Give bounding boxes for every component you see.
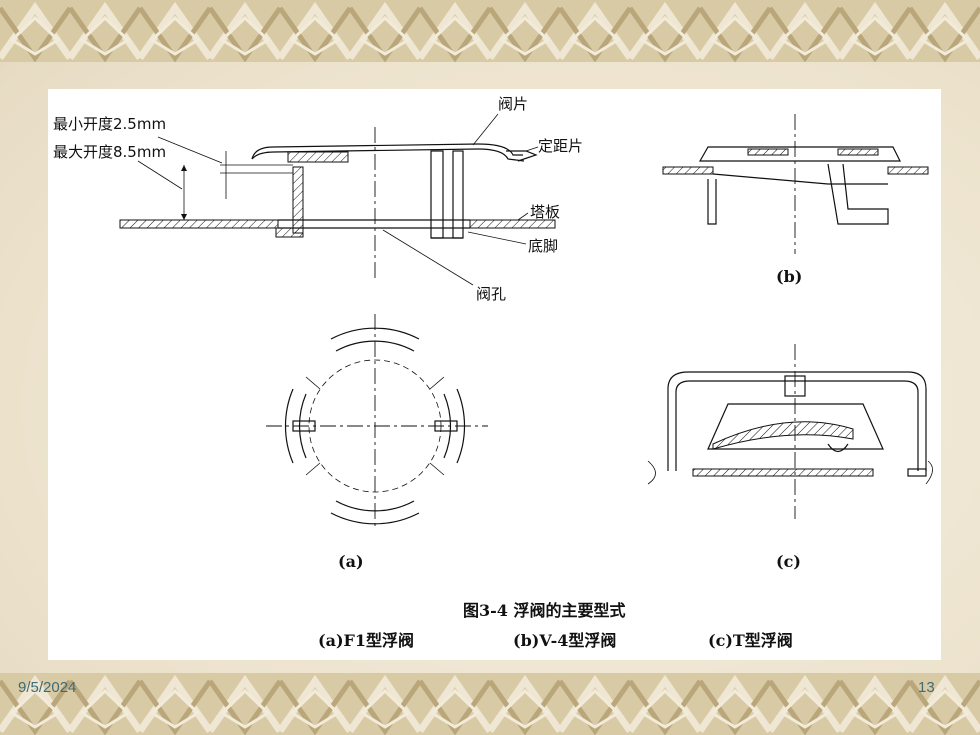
plan-arc-right (456, 388, 466, 464)
label-max-opening: 最大开度8.5mm (53, 143, 166, 161)
v4-tray-deck-left (662, 166, 714, 175)
t-valve-cap (667, 371, 927, 471)
f1-valve-section (119, 113, 556, 286)
tray-deck-left (119, 219, 279, 229)
f1-valve-plan-view (266, 314, 488, 529)
caption-f1: (a)F1型浮阀 (318, 631, 414, 650)
label-foot: 底脚 (528, 237, 558, 255)
v4-valve-section (662, 114, 929, 254)
subfigure-c-label: (c) (776, 552, 801, 571)
plan-arc-bottom (330, 512, 420, 525)
figure-panel: 阀片 最小开度2.5mm 最大开度8.5mm 定距片 塔板 底脚 阀孔 (a) … (48, 89, 941, 660)
v4-valve-leg (707, 173, 888, 225)
t-valve-section (647, 344, 933, 519)
label-min-opening: 最小开度2.5mm (53, 115, 166, 133)
float-valve-drawing: 阀片 最小开度2.5mm 最大开度8.5mm 定距片 塔板 底脚 阀孔 (a) … (53, 95, 933, 650)
valve-leg-right (452, 150, 464, 239)
caption-t: (c)T型浮阀 (708, 631, 793, 650)
label-spacer: 定距片 (538, 137, 583, 155)
valve-leg-left (292, 166, 304, 234)
slide-date: 9/5/2024 (18, 679, 77, 696)
tray-deck-right (469, 219, 556, 229)
plan-arc-left (284, 388, 294, 464)
figure-title: 图3-4 浮阀的主要型式 (463, 601, 625, 620)
subfigure-b-label: (b) (776, 267, 802, 286)
spacer-tab (506, 150, 538, 162)
t-valve-tray-deck (692, 468, 874, 477)
caption-v4: (b)V-4型浮阀 (513, 631, 616, 650)
label-tray-deck: 塔板 (530, 203, 560, 221)
decorative-bottom-border (0, 673, 980, 735)
v4-tray-deck-right (887, 166, 929, 175)
v4-valve-plate (698, 146, 901, 162)
label-valve-plate: 阀片 (498, 95, 528, 113)
subfigure-a-label: (a) (338, 552, 364, 571)
valve-plate-hatch (287, 151, 349, 163)
decorative-top-border (0, 0, 980, 62)
slide-page-number: 13 (918, 679, 935, 696)
label-valve-hole: 阀孔 (476, 285, 506, 303)
plan-arc-top (330, 327, 420, 340)
t-valve-disc (707, 403, 884, 450)
